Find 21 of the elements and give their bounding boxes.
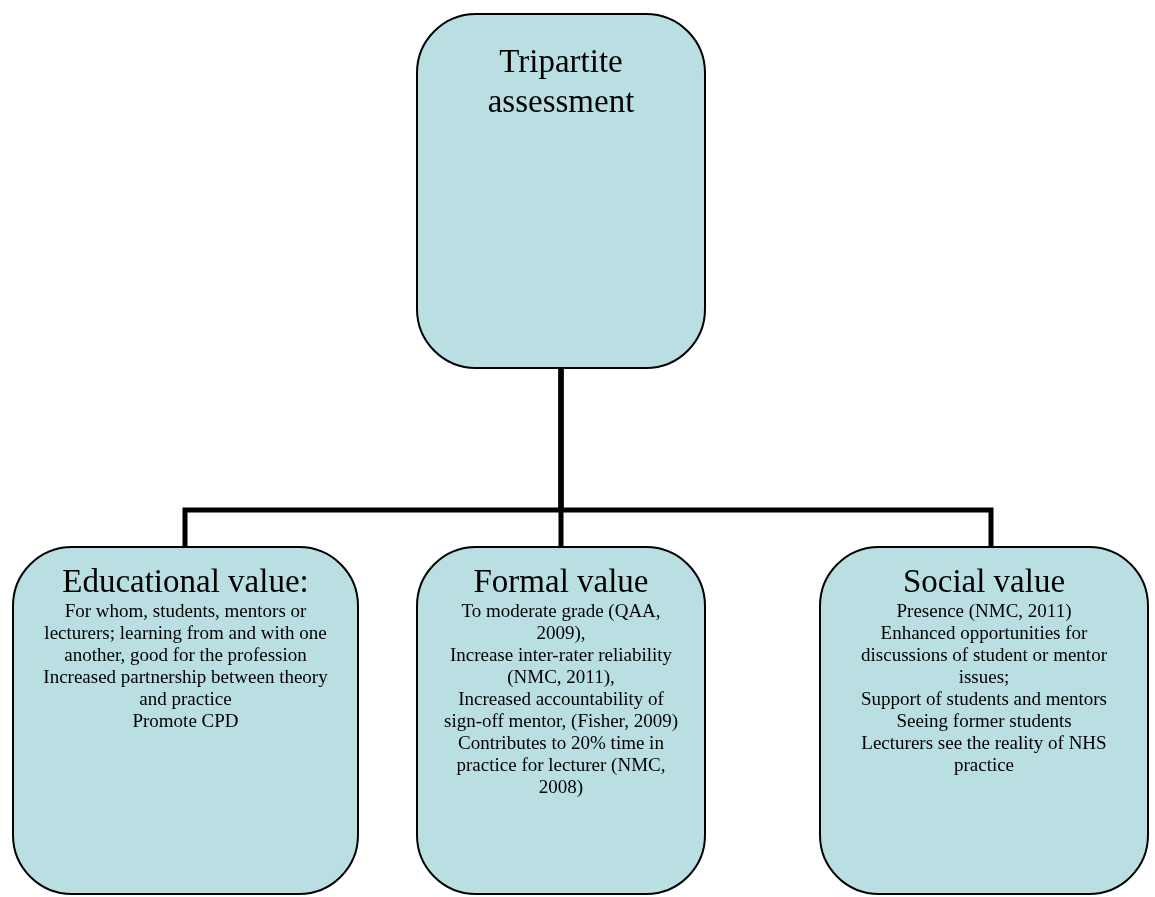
- category-box: [819, 546, 1149, 895]
- root-box: [416, 13, 706, 369]
- box-text: For whom, students, mentors or lecturers; learning from and with one another, good for the profession: [43, 600, 328, 666]
- box-heading: Social value: [901, 562, 1067, 600]
- box-heading: Educational value:: [61, 562, 310, 600]
- box-text: Presence (NMC, 2011): [895, 600, 1073, 622]
- box-heading: Tripartite assessment: [486, 42, 636, 121]
- category-box: [416, 546, 706, 895]
- connector-line: [558, 369, 994, 546]
- box-text: To moderate grade (QAA, 2009),: [460, 600, 662, 644]
- box-text: Increased accountability of sign-off mentor, (Fisher, 2009): [443, 688, 679, 732]
- box-text: Support of students and mentors: [860, 688, 1108, 710]
- box-text: Increase inter-rater reliability (NMC, 2011),: [448, 644, 674, 688]
- box-text: Seeing former students: [895, 710, 1073, 732]
- box-text: Lecturers see the reality of NHS practice: [860, 732, 1108, 776]
- box-text: Increased partnership between theory and practice: [42, 666, 329, 710]
- box-text: Promote CPD: [131, 710, 240, 732]
- box-text: Contributes to 20% time in practice for lecturer (NMC, 2008): [455, 732, 667, 798]
- box-heading: Formal value: [472, 562, 650, 600]
- box-text: Enhanced opportunities for discussions of student or mentor issues;: [860, 622, 1108, 688]
- category-box: [12, 546, 359, 895]
